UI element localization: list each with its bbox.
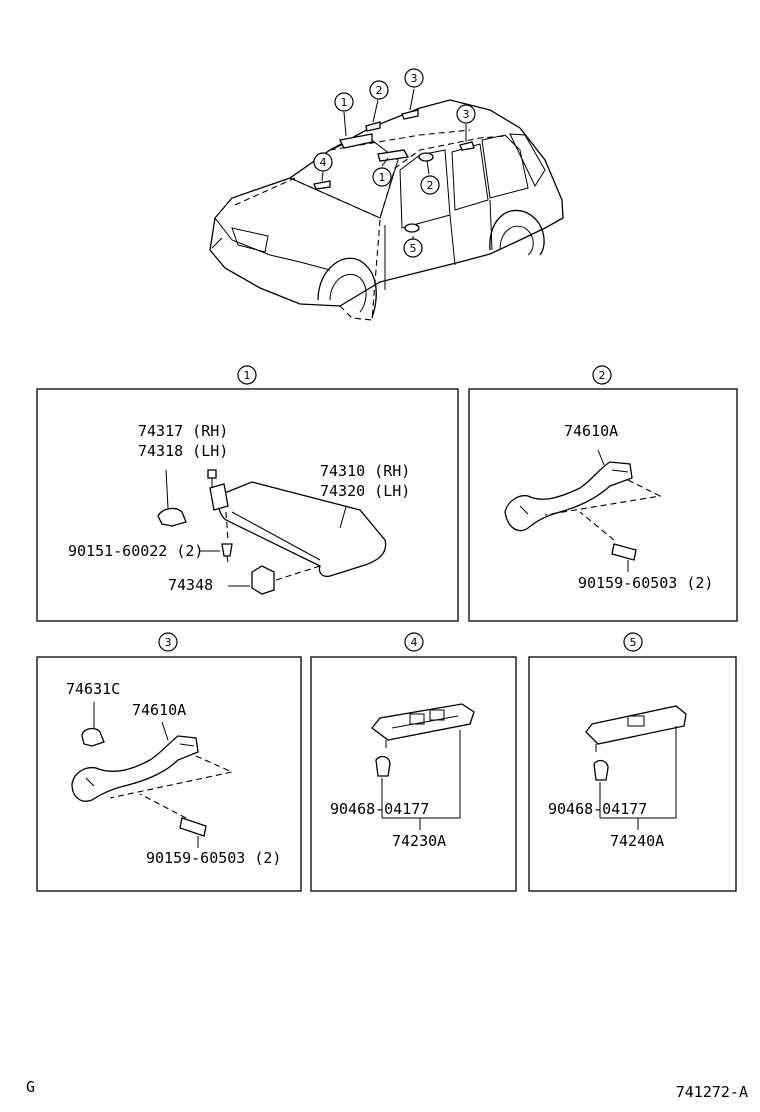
screw-90159-p2: [611, 543, 637, 561]
car-part-sun-visor-1b: [377, 149, 410, 162]
panel-5-dome-lamp: 5 90468-04177 74240A: [528, 632, 737, 892]
cap-74631C: [81, 727, 105, 747]
car-callout-2-top: 2: [369, 80, 389, 100]
car-callout-4: 4: [313, 152, 333, 172]
label-74318: 74318 (LH): [138, 442, 228, 460]
label-74631C: 74631C: [66, 680, 120, 698]
svg-text:1: 1: [379, 171, 386, 184]
dome-lamp-74240A: [585, 705, 687, 745]
label-74610A-p2: 74610A: [564, 422, 618, 440]
svg-text:4: 4: [320, 156, 327, 169]
panel-5-frame: [528, 656, 737, 892]
svg-text:1: 1: [341, 96, 348, 109]
svg-text:2: 2: [599, 369, 606, 382]
car-part-sun-visor-1: [339, 133, 373, 149]
car-callout-5: 5: [403, 238, 423, 258]
svg-text:3: 3: [411, 72, 418, 85]
screw-90151: [221, 543, 233, 557]
svg-text:1: 1: [244, 369, 251, 382]
panel-3-assist-grip: 3 74631C 74610A 90159-60503 (2): [36, 632, 302, 892]
label-90159-p3: 90159-60503 (2): [146, 849, 281, 867]
panel-3-callout: [158, 632, 178, 652]
panel-1-frame: [36, 388, 459, 622]
car-callout-3-rear: 3: [456, 104, 476, 124]
label-74610A-p3: 74610A: [132, 701, 186, 719]
panel-5-callout: [623, 632, 643, 652]
car-callout-3-top: 3: [404, 68, 424, 88]
label-90468-p4: 90468-04177: [330, 800, 429, 818]
svg-text:3: 3: [463, 108, 470, 121]
label-74240A: 74240A: [610, 832, 664, 850]
svg-text:5: 5: [630, 636, 637, 649]
label-90151: 90151-60022 (2): [68, 542, 203, 560]
clip-90468-p4: [375, 755, 391, 777]
clip-90468-p5: [593, 759, 609, 781]
label-74320: 74320 (LH): [320, 482, 410, 500]
label-74317: 74317 (RH): [138, 422, 228, 440]
footer-figure-number: 741272-A: [676, 1083, 748, 1101]
assist-grip-p2: [504, 461, 633, 532]
svg-text:2: 2: [376, 84, 383, 97]
sun-visor: [217, 481, 387, 578]
svg-text:4: 4: [411, 636, 418, 649]
svg-text:5: 5: [410, 242, 417, 255]
visor-clip: [157, 507, 187, 527]
screw-90159-p3: [179, 817, 207, 837]
panel-1-callout: [237, 365, 257, 385]
panel-2-callout: [592, 365, 612, 385]
car-callout-2-mid: 2: [420, 175, 440, 195]
svg-text:3: 3: [165, 636, 172, 649]
label-74230A: 74230A: [392, 832, 446, 850]
panel-4-frame: [310, 656, 517, 892]
vehicle-overview: 1 2 3 3 1 2 4 5: [209, 68, 564, 321]
label-90468-p5: 90468-04177: [548, 800, 647, 818]
label-90159-p2: 90159-60503 (2): [578, 574, 713, 592]
assist-grip-p3: [71, 735, 199, 802]
panel-2-frame: [468, 388, 738, 622]
car-callout-1-top: 1: [334, 92, 354, 112]
panel-2-assist-grip: 2 74610A 90159-60503 (2): [468, 365, 738, 622]
visor-hook-74348: [251, 565, 275, 595]
label-74348: 74348: [168, 576, 213, 594]
panel-1-sun-visor: 1 74317 (RH) 74318 (LH) 74310 (RH) 74320…: [36, 365, 459, 622]
car-callout-1-mid: 1: [372, 167, 392, 187]
footer-left-code: G: [26, 1078, 35, 1096]
panel-3-frame: [36, 656, 302, 892]
label-74310: 74310 (RH): [320, 462, 410, 480]
svg-text:2: 2: [427, 179, 434, 192]
panel-4-map-lamp: 4 90468-04177 74230A: [310, 632, 517, 892]
panel-4-callout: [404, 632, 424, 652]
